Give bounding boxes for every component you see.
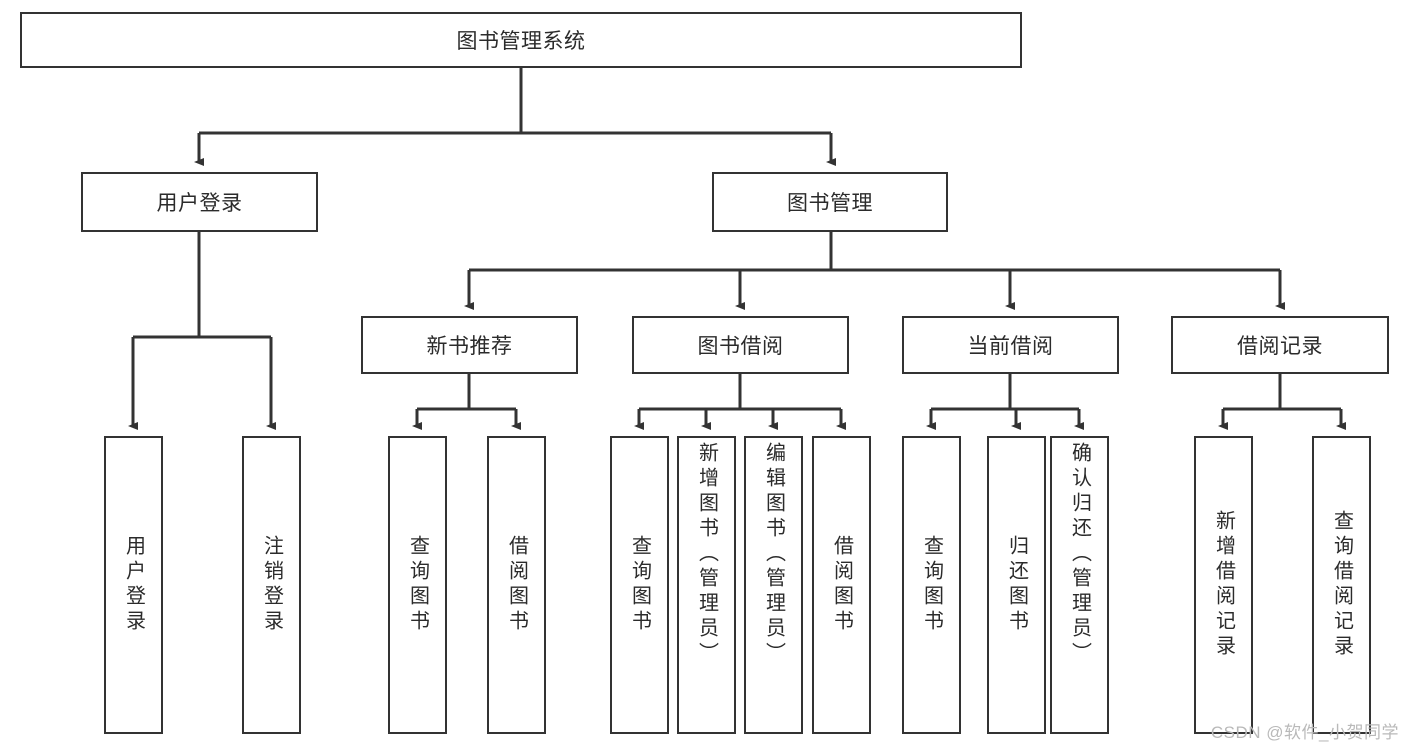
- node-leaf-query-book-current[interactable]: 查询图书: [902, 436, 961, 734]
- node-new-book-recommend[interactable]: 新书推荐: [361, 316, 578, 374]
- node-label: 用户登录: [122, 535, 145, 635]
- node-label: 当前借阅: [967, 335, 1054, 358]
- node-label: 查询图书: [406, 535, 429, 635]
- node-leaf-add-book-admin[interactable]: 新增图书（管理员）: [677, 436, 736, 734]
- node-book-management[interactable]: 图书管理: [712, 172, 948, 232]
- node-leaf-confirm-return-admin[interactable]: 确认归还（管理员）: [1050, 436, 1109, 734]
- node-book-borrow[interactable]: 图书借阅: [632, 316, 849, 374]
- node-label: 借阅图书: [830, 535, 853, 635]
- node-leaf-add-borrow-record[interactable]: 新增借阅记录: [1194, 436, 1253, 734]
- node-current-borrow[interactable]: 当前借阅: [902, 316, 1119, 374]
- node-label: 图书管理: [787, 192, 873, 215]
- node-label: 用户登录: [156, 192, 243, 215]
- node-user-login[interactable]: 用户登录: [81, 172, 318, 232]
- node-leaf-logout-login[interactable]: 注销登录: [242, 436, 301, 734]
- node-label: 图书借阅: [697, 335, 784, 358]
- node-label: 查询图书: [920, 535, 943, 635]
- node-label: 新增借阅记录: [1212, 510, 1235, 660]
- node-leaf-query-book-recommend[interactable]: 查询图书: [388, 436, 447, 734]
- node-label: 图书管理系统: [456, 30, 586, 53]
- node-label: 新书推荐: [426, 335, 513, 358]
- node-label: 归还图书: [1005, 535, 1028, 635]
- node-root-book-management-system[interactable]: 图书管理系统: [20, 12, 1022, 68]
- node-borrow-record[interactable]: 借阅记录: [1171, 316, 1389, 374]
- node-leaf-query-borrow-record[interactable]: 查询借阅记录: [1312, 436, 1371, 734]
- watermark-text: CSDN @软件_小贺同学: [1210, 723, 1399, 742]
- node-leaf-borrow-book[interactable]: 借阅图书: [812, 436, 871, 734]
- node-label: 借阅记录: [1237, 335, 1323, 358]
- node-label: 借阅图书: [505, 535, 528, 635]
- node-label: 注销登录: [260, 535, 283, 635]
- node-label: 查询图书: [628, 535, 651, 635]
- node-label: 编辑图书（管理员）: [762, 442, 785, 667]
- node-label: 确认归还（管理员）: [1068, 442, 1091, 667]
- node-leaf-user-login[interactable]: 用户登录: [104, 436, 163, 734]
- node-label: 查询借阅记录: [1330, 510, 1353, 660]
- node-label: 新增图书（管理员）: [695, 442, 718, 667]
- node-leaf-return-book[interactable]: 归还图书: [987, 436, 1046, 734]
- node-leaf-edit-book-admin[interactable]: 编辑图书（管理员）: [744, 436, 803, 734]
- node-leaf-borrow-book-recommend[interactable]: 借阅图书: [487, 436, 546, 734]
- node-leaf-query-book-borrow[interactable]: 查询图书: [610, 436, 669, 734]
